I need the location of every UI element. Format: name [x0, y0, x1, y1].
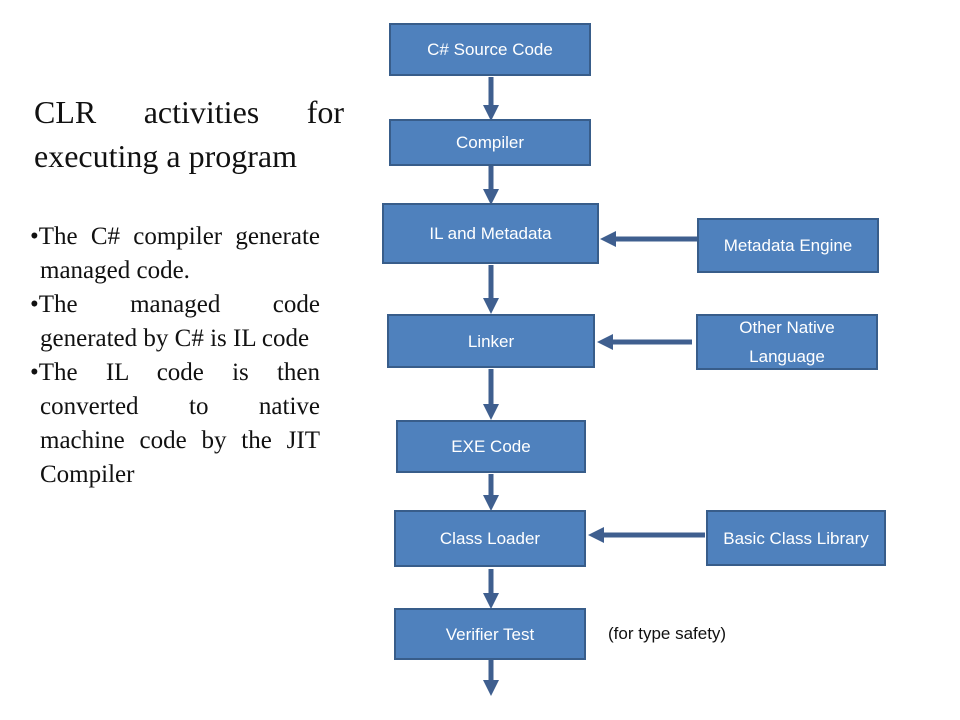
step-il-and-metadata: IL and Metadata: [382, 203, 599, 264]
verifier-note: (for type safety): [608, 624, 727, 643]
bullet-item: The IL code is then converted to native …: [30, 356, 320, 492]
input-metadata-engine: Metadata Engine: [697, 218, 879, 273]
step-linker: Linker: [387, 314, 595, 368]
step-exe-code: EXE Code: [396, 420, 586, 473]
step-compiler: Compiler: [389, 119, 591, 166]
slide-title-line-1: CLR activities for: [34, 94, 344, 130]
step-csharp-source-code: C# Source Code: [389, 23, 591, 76]
slide-title: CLR activities for executing a program: [34, 90, 344, 178]
bullet-item: The managed code generated by C# is IL c…: [30, 288, 320, 356]
input-other-native-language: Other Native Language: [696, 314, 878, 370]
step-verifier-test: Verifier Test: [394, 608, 586, 660]
input-basic-class-library: Basic Class Library: [706, 510, 886, 566]
bullet-item: The C# compiler generate managed code.: [30, 220, 320, 288]
slide-title-line-2: executing a program: [34, 138, 297, 174]
step-class-loader: Class Loader: [394, 510, 586, 567]
bullet-list: The C# compiler generate managed code. T…: [30, 220, 320, 492]
